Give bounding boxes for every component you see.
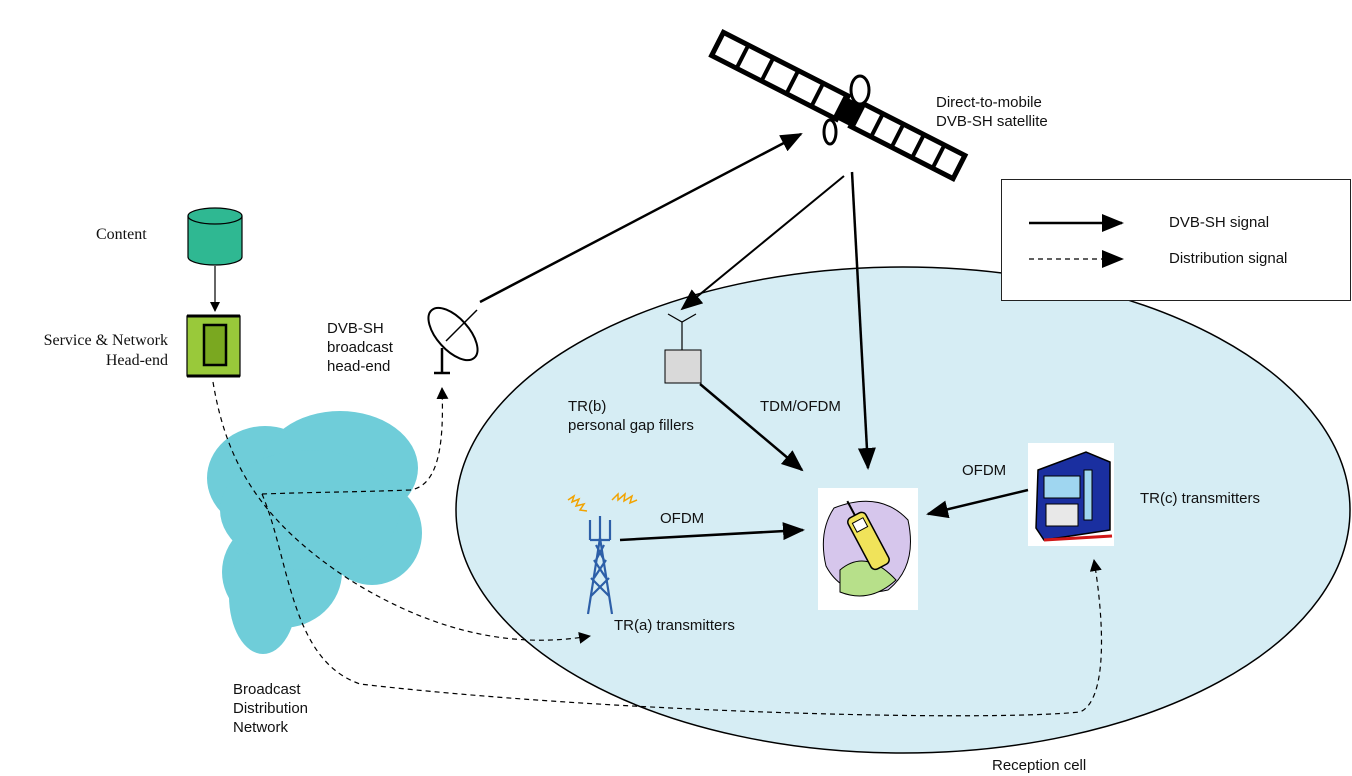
content-database-icon	[187, 207, 243, 266]
dish-to-satellite-arrow	[479, 132, 803, 304]
tower-to-phone-arrow	[619, 522, 805, 542]
satellite-icon	[708, 29, 969, 182]
head-end-label: Service & Network Head-end	[43, 332, 168, 369]
broadcast-head-end-label: DVB-SH broadcast head-end	[327, 320, 393, 375]
legend-solid-label: DVB-SH signal	[1169, 214, 1270, 231]
satellite-to-phone-arrow	[850, 171, 876, 470]
legend: DVB-SH signal Distribution signal	[1001, 179, 1351, 301]
gap-filler-icon	[664, 313, 702, 384]
vehicle-ofdm-label: OFDM	[962, 462, 1007, 479]
network-to-vehicle-dashed-arrow	[261, 493, 1103, 717]
reception-cell-label: Reception cell	[992, 757, 1087, 774]
legend-dashed-label: Distribution signal	[1169, 250, 1288, 267]
satellite-to-gap-filler-arrow	[680, 175, 845, 311]
network-to-dish-dashed-arrow	[261, 387, 449, 495]
distribution-network-cloud	[207, 411, 422, 654]
tower-ofdm-label: OFDM	[660, 510, 705, 527]
tr-a-label: TR(a) transmitters	[614, 617, 735, 634]
head-end-icon	[186, 314, 241, 378]
content-label: Content	[96, 226, 147, 243]
satellite-dish-icon	[427, 306, 479, 375]
vehicle-transmitter-icon	[1028, 443, 1114, 546]
radio-wave-icon	[567, 492, 638, 512]
distribution-network-label: Broadcast Distribution Network	[233, 681, 309, 736]
mobile-phone-icon	[818, 488, 918, 610]
transmitter-tower-icon	[586, 516, 614, 615]
legend-swatches	[1029, 214, 1124, 268]
vehicle-to-phone-arrow	[926, 488, 1029, 519]
gap-fillers-label: TR(b) personal gap fillers	[568, 398, 694, 434]
tdm-ofdm-label: TDM/OFDM	[760, 398, 841, 415]
satellite-label: Direct-to-mobile DVB-SH satellite	[936, 94, 1048, 130]
headend-to-tower-dashed-arrow	[212, 381, 591, 644]
gap-filler-to-phone-arrow	[699, 383, 804, 472]
tr-c-label: TR(c) transmitters	[1140, 490, 1260, 507]
